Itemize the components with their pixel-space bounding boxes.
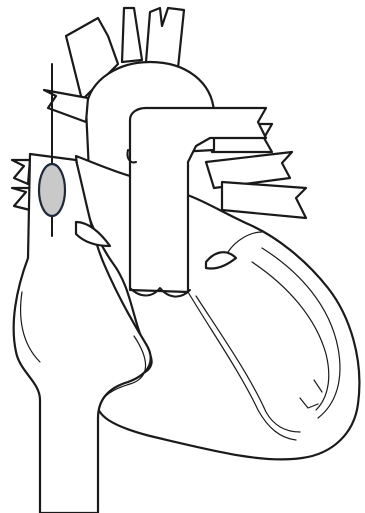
right-pulmonary-vessel-middle xyxy=(12,160,30,184)
left-pulmonary-vein-middle xyxy=(206,152,292,188)
left-common-carotid-artery xyxy=(122,8,142,62)
left-subclavian-artery xyxy=(146,8,184,68)
catheter-balloon xyxy=(39,164,65,216)
left-pulmonary-vein-lower xyxy=(222,182,306,218)
right-pulmonary-vessel-lower xyxy=(12,188,30,210)
